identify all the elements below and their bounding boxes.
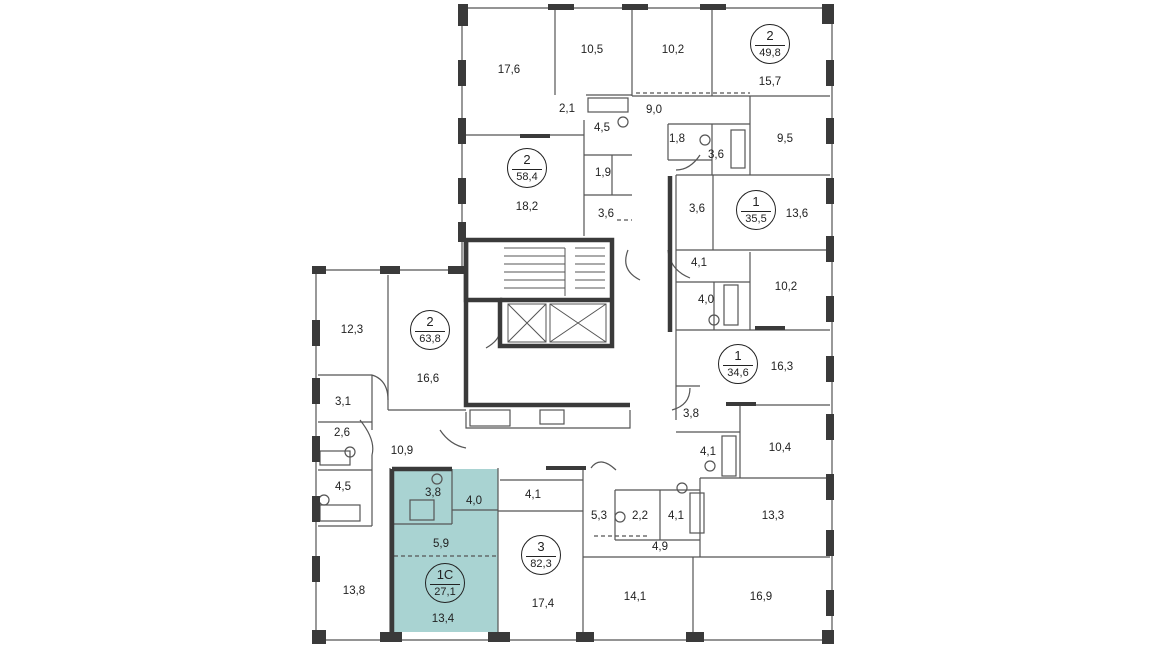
room-area-label: 4,5 [594,122,610,134]
room-area-label: 4,1 [691,257,707,269]
room-area-label: 17,4 [531,598,555,610]
room-area-label: 10,9 [390,445,414,457]
room-area-label: 4,0 [466,495,482,507]
room-area-label: 10,2 [661,44,685,56]
room-area-label: 1,9 [595,167,611,179]
room-area-label: 10,5 [580,44,604,56]
room-area-label: 3,8 [425,487,441,499]
room-area-label: 4,1 [700,446,716,458]
thin-walls [315,7,833,641]
room-area-label: 2,2 [632,510,648,522]
room-area-label: 3,1 [335,396,351,408]
room-area-label: 10,2 [774,281,798,293]
room-area-label: 5,3 [591,510,607,522]
room-area-label: 13,6 [785,208,809,220]
room-area-label: 15,7 [758,76,782,88]
room-area-label: 4,1 [525,489,541,501]
studio-highlight [392,469,498,632]
room-area-label: 3,6 [689,203,705,215]
room-area-label: 2,1 [559,103,575,115]
room-area-label: 18,2 [515,201,539,213]
room-area-label: 5,9 [433,538,449,550]
room-area-label: 16,3 [770,361,794,373]
stair-elevator-core [504,247,607,343]
room-area-label: 4,0 [698,294,714,306]
room-area-label: 4,5 [335,481,351,493]
room-area-label: 4,9 [652,541,668,553]
room-area-label: 17,6 [497,64,521,76]
room-area-label: 10,4 [768,442,792,454]
room-area-label: 4,1 [668,510,684,522]
room-area-label: 13,3 [761,510,785,522]
room-area-label: 9,0 [646,104,662,116]
room-area-label: 16,9 [749,591,773,603]
room-area-label: 13,8 [342,585,366,597]
exterior-columns [312,4,834,644]
room-area-label: 2,6 [334,427,350,439]
room-area-label: 3,6 [708,149,724,161]
room-area-label: 3,8 [683,408,699,420]
thick-walls [389,176,673,632]
room-area-label: 12,3 [340,324,364,336]
room-area-label: 16,6 [416,373,440,385]
room-area-label: 3,6 [598,208,614,220]
room-area-label: 14,1 [623,591,647,603]
room-area-label: 13,4 [431,613,455,625]
room-area-label: 9,5 [777,133,793,145]
room-area-label: 1,8 [669,133,685,145]
